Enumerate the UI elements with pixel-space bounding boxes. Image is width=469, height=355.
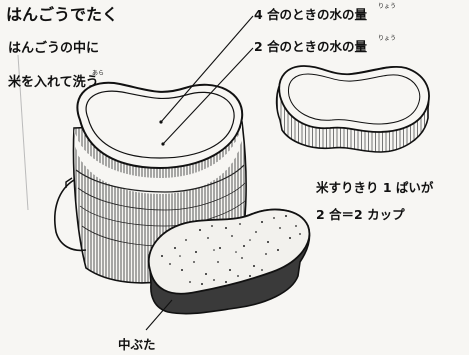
- naka-buta-label: 中ぶた: [118, 337, 156, 352]
- inner-lid: [147, 208, 311, 315]
- wash-label-line1: はんごうの中に: [8, 41, 100, 56]
- water-ruby-4go: りょう: [378, 3, 397, 10]
- title-label: はんごうでたく: [6, 5, 119, 24]
- wash-label-line2: 米を入れて洗う: [8, 75, 99, 90]
- outer-lid: [275, 65, 430, 153]
- water-level-2go-label: 2 合のときの水の量: [254, 39, 368, 54]
- rice-equal-label: 2 合＝2 カップ: [316, 207, 405, 222]
- rice-cup-label: 米すりきり 1 ぱいが: [316, 180, 434, 195]
- wash-ruby: あら: [92, 70, 105, 77]
- leader-naka-buta: [145, 299, 173, 331]
- water-ruby-2go: りょう: [378, 35, 397, 42]
- leader-water-2go: [162, 47, 254, 145]
- margin-mark: [17, 54, 29, 211]
- rice-speckles: [161, 215, 301, 285]
- water-level-4go-label: 4 合のときの水の量: [254, 7, 368, 22]
- leader-water-4go: [160, 15, 254, 123]
